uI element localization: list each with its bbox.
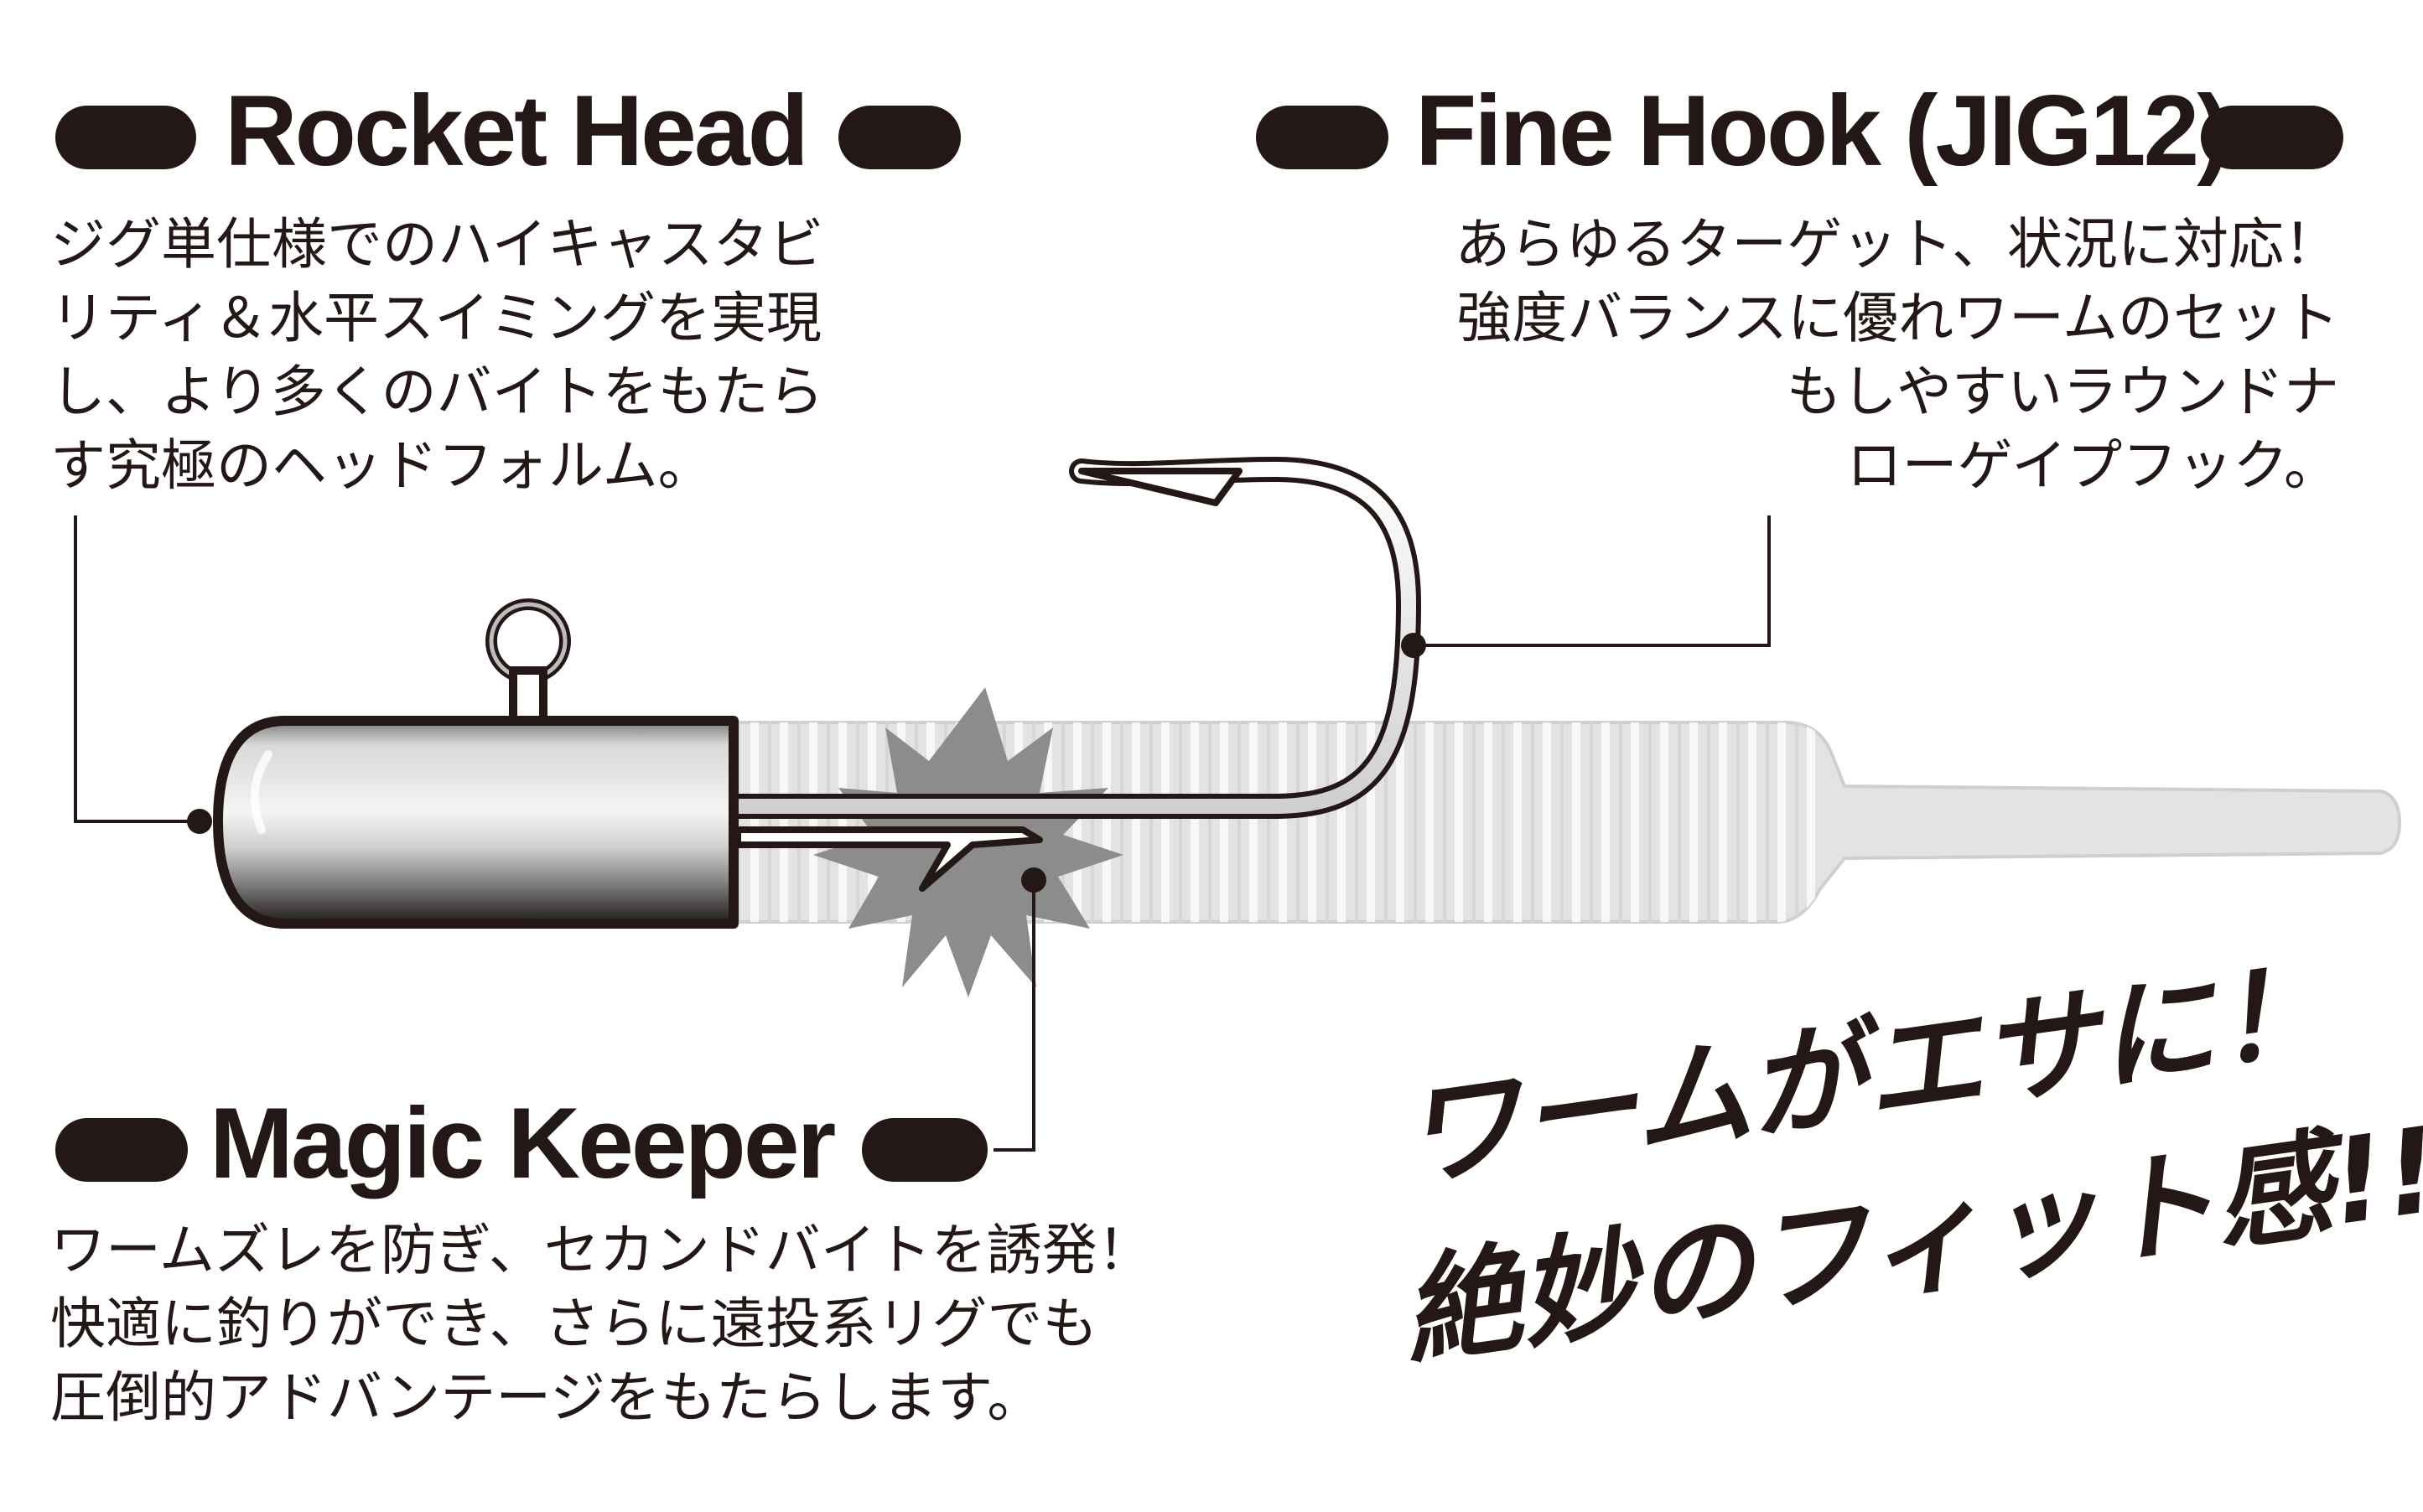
fine-hook-title: Fine Hook (JIG12): [1415, 75, 2230, 187]
title-bar-right: [838, 106, 961, 169]
title-bar-right: [862, 1118, 988, 1182]
leader-dots: [187, 633, 1426, 893]
title-bar-left: [1256, 106, 1388, 169]
fine-hook-line-3: もしやすいラウンドナ: [1786, 360, 2339, 424]
magic-keeper-barb: [734, 826, 1043, 892]
line-tie-eye: [485, 598, 571, 727]
magic-keeper-description: ワームズレを防ぎ、セカンドバイトを誘発！ 快適に釣りができ、さらに遠投系リグでも…: [50, 1214, 1153, 1435]
rocket-head-line-3: し、より多くのバイトをもたら: [50, 360, 824, 424]
rocket-head-line-1: ジグ単仕様でのハイキャスタビ: [50, 212, 824, 277]
magic-keeper-line-2: 快適に釣りができ、さらに遠投系リグでも: [50, 1292, 1098, 1356]
fine-hook-line-4: ローゲイプフック。: [1846, 433, 2339, 498]
rocket-head-line-2: リティ＆水平スイミングを実現: [50, 286, 822, 350]
magic-keeper-line-1: ワームズレを防ぎ、セカンドバイトを誘発！: [50, 1218, 1153, 1282]
hook: [725, 457, 1421, 819]
magic-keeper-title: Magic Keeper: [210, 1087, 836, 1199]
magic-keeper-line-3: 圧倒的アドバンテージをもたらします。: [50, 1365, 1043, 1430]
leader-lines: [74, 515, 1771, 1152]
rocket-head-line-4: す究極のヘッドフォルム。: [50, 433, 713, 498]
rocket-head-description: ジグ単仕様でのハイキャスタビ リティ＆水平スイミングを実現 し、より多くのバイト…: [50, 208, 824, 503]
fine-hook-description: あらゆるターゲット、状況に対応！ 強度バランスに優れワームのセット もしやすいラ…: [1258, 208, 2339, 503]
title-bar-left: [55, 106, 196, 169]
title-bar-right: [2201, 106, 2343, 169]
rocket-head-title: Rocket Head: [225, 75, 809, 187]
title-bar-left: [55, 1118, 188, 1182]
rocket-head: [213, 716, 739, 929]
fine-hook-line-2: 強度バランスに優れワームのセット: [1456, 286, 2339, 350]
fine-hook-line-1: あらゆるターゲット、状況に対応！: [1455, 212, 2339, 277]
